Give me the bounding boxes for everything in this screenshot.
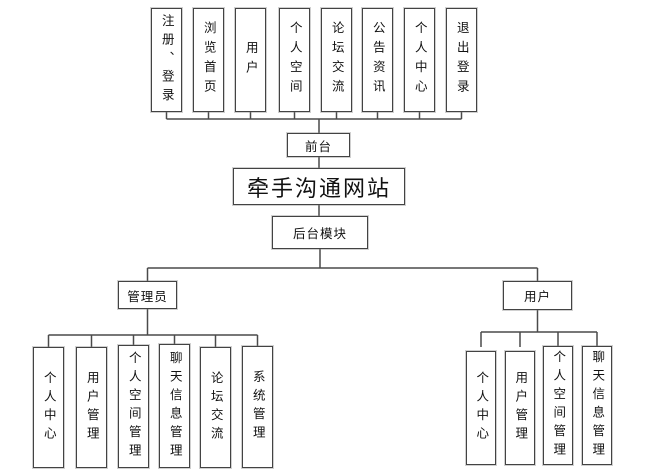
node-browse-home-label: 浏览首页 (201, 21, 216, 99)
node-personal-space: 个人空间 (279, 8, 310, 112)
node-announcement-info-label: 公告资讯 (370, 21, 385, 99)
node-admin-role-label: 管理员 (127, 289, 168, 304)
node-user-user-management-label: 用户管理 (513, 371, 528, 445)
node-logout: 退出登录 (446, 8, 477, 112)
node-admin-personal-center: 个人中心 (33, 347, 64, 468)
node-forum-exchange: 论坛交流 (321, 8, 352, 112)
node-admin-forum-exchange: 论坛交流 (200, 347, 231, 468)
node-backend-module: 后台模块 (272, 216, 368, 249)
node-backend-module-label: 后台模块 (292, 227, 347, 241)
node-register-login-label: 注册、登录 (159, 13, 174, 107)
node-admin-user-management: 用户管理 (76, 347, 107, 468)
node-personal-center: 个人中心 (404, 8, 435, 112)
node-browse-home: 浏览首页 (193, 8, 224, 112)
node-user-chat-management: 聊天信息管理 (582, 346, 612, 465)
node-register-login: 注册、登录 (151, 8, 182, 112)
node-frontend-label: 前台 (304, 139, 332, 154)
node-personal-space-label: 个人空间 (287, 21, 302, 99)
node-frontend: 前台 (287, 133, 350, 157)
node-personal-center-label: 个人中心 (412, 21, 427, 99)
site-title-label: 牵手沟通网站 (246, 175, 391, 201)
node-admin-space-management-label: 个人空间管理 (126, 351, 141, 462)
node-user-space-management-label: 个人空间管理 (551, 350, 566, 461)
node-admin-chat-management: 聊天信息管理 (159, 344, 190, 468)
node-user: 用户 (235, 8, 266, 112)
node-admin-system-management: 系统管理 (242, 346, 273, 468)
node-admin-personal-center-label: 个人中心 (41, 370, 56, 445)
node-admin-role: 管理员 (118, 281, 177, 309)
node-admin-user-management-label: 用户管理 (84, 370, 99, 445)
node-user-chat-management-label: 聊天信息管理 (590, 350, 605, 461)
node-announcement-info: 公告资讯 (362, 8, 393, 112)
node-site-title: 牵手沟通网站 (233, 168, 405, 205)
node-forum-exchange-label: 论坛交流 (329, 21, 344, 99)
node-user-personal-center: 个人中心 (466, 351, 496, 465)
node-user-label: 用户 (243, 40, 258, 80)
node-user-role-label: 用户 (523, 290, 551, 304)
node-admin-forum-exchange-label: 论坛交流 (208, 370, 223, 445)
node-user-personal-center-label: 个人中心 (474, 371, 489, 445)
node-admin-space-management: 个人空间管理 (118, 345, 149, 468)
node-user-user-management: 用户管理 (505, 351, 535, 465)
node-logout-label: 退出登录 (454, 21, 469, 99)
node-admin-chat-management-label: 聊天信息管理 (167, 350, 182, 462)
node-user-role: 用户 (503, 281, 572, 310)
node-admin-system-management-label: 系统管理 (250, 370, 265, 444)
node-user-space-management: 个人空间管理 (543, 346, 573, 465)
